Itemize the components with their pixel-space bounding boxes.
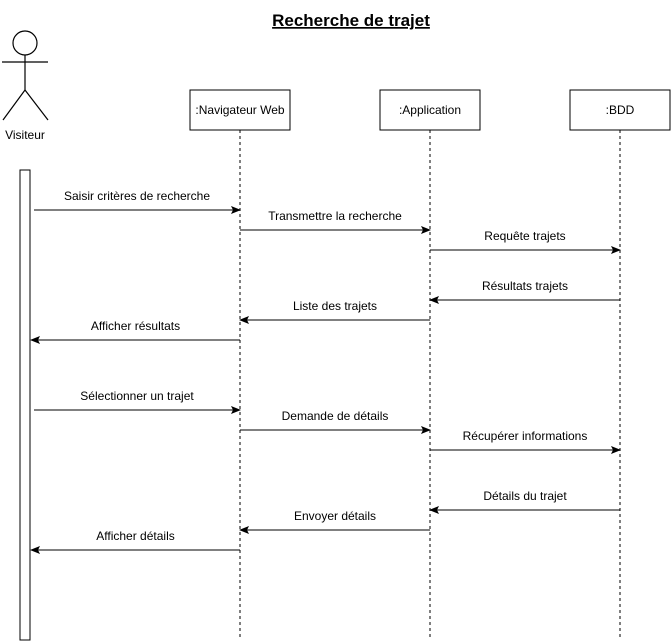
actor-left-leg bbox=[2, 89, 26, 121]
message-label-12: Afficher détails bbox=[96, 529, 175, 543]
message-label-10: Détails du trajet bbox=[483, 489, 567, 503]
actor-activation-bar bbox=[19, 169, 31, 641]
message-label-9: Récupérer informations bbox=[463, 429, 588, 443]
actor-head bbox=[12, 30, 38, 56]
actor-right-leg bbox=[24, 89, 49, 121]
participants-layer: :Navigateur Web :Application :BDD bbox=[189, 89, 671, 640]
actor-name: Visiteur bbox=[5, 128, 45, 142]
message-label-6: Afficher résultats bbox=[91, 319, 180, 333]
message-label-7: Sélectionner un trajet bbox=[80, 389, 194, 403]
message-label-1: Saisir critères de recherche bbox=[64, 189, 210, 203]
diagram-title: Recherche de trajet bbox=[272, 11, 430, 30]
participant-label-app: :Application bbox=[399, 103, 461, 117]
message-label-8: Demande de détails bbox=[282, 409, 389, 423]
actor-figure bbox=[2, 30, 49, 121]
message-label-3: Requête trajets bbox=[484, 229, 565, 243]
message-label-11: Envoyer détails bbox=[294, 509, 376, 523]
participant-label-bdd: :BDD bbox=[606, 103, 635, 117]
message-label-5: Liste des trajets bbox=[293, 299, 377, 313]
participant-box-nav bbox=[189, 89, 291, 131]
message-label-4: Résultats trajets bbox=[482, 279, 568, 293]
participant-box-bdd bbox=[569, 89, 671, 131]
message-label-2: Transmettre la recherche bbox=[268, 209, 402, 223]
participant-box-app bbox=[379, 89, 481, 131]
participant-label-nav: :Navigateur Web bbox=[195, 103, 284, 117]
messages-layer: Saisir critères de rechercheTransmettre … bbox=[30, 189, 621, 554]
